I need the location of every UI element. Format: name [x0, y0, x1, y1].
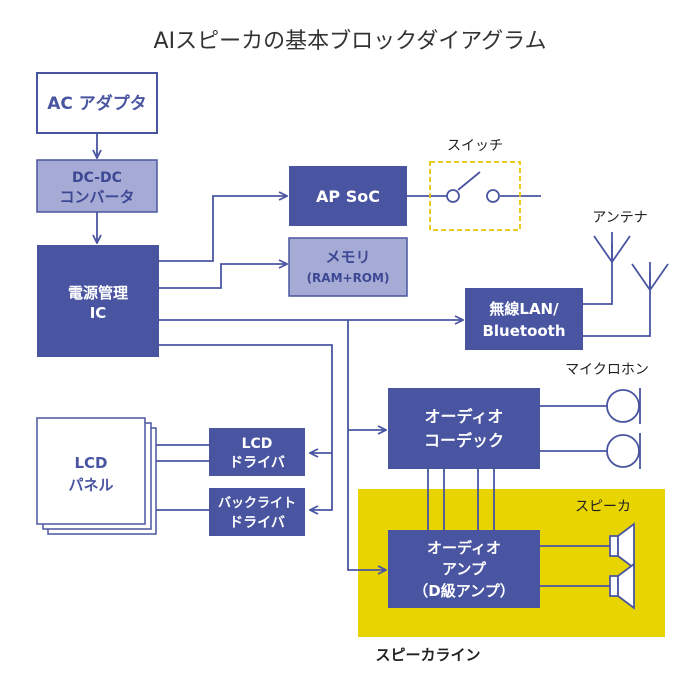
antenna-label: アンテナ — [592, 210, 647, 226]
audio-amp-label-1: オーディオ — [427, 539, 501, 557]
speaker-label: スピーカ — [575, 499, 631, 515]
microphone-icon — [606, 388, 641, 469]
lcd-panel-block — [36, 417, 157, 535]
diagram-title: AIスピーカの基本ブロックダイアグラム — [154, 29, 547, 54]
pmic-label-2: IC — [90, 304, 107, 322]
backlight-driver-label-2: ドライバ — [229, 515, 285, 531]
pmic-label-1: 電源管理 — [68, 284, 128, 302]
memory-label-1: メモリ — [325, 248, 370, 266]
wireless-block — [465, 288, 583, 350]
speaker-line-label: スピーカライン — [375, 646, 480, 664]
audio-amp-label-3: （D級アンプ） — [413, 582, 514, 600]
ap-soc-label: AP SoC — [316, 187, 380, 206]
audio-amp-label-2: アンプ — [442, 560, 487, 578]
dcdc-label-2: コンバータ — [59, 188, 134, 206]
lcd-panel-label-1: LCD — [74, 454, 107, 472]
audio-codec-label-2: コーデック — [424, 431, 504, 450]
microphone-label: マイクロホン — [565, 362, 649, 378]
memory-block — [288, 237, 408, 297]
memory-label-2: (RAM+ROM) — [307, 271, 390, 285]
dcdc-converter-block — [36, 159, 158, 213]
speaker-icon — [609, 522, 635, 610]
ac-adapter-label: AC アダプタ — [47, 93, 147, 114]
lcd-driver-label-1: LCD — [242, 436, 273, 452]
ap-soc-block — [289, 166, 407, 226]
switch-icon — [446, 171, 500, 203]
pmic-block — [37, 245, 159, 357]
switch-frame — [429, 161, 521, 231]
lcd-driver-block — [209, 428, 305, 476]
dcdc-label-1: DC-DC — [72, 170, 122, 186]
lcd-driver-label-2: ドライバ — [229, 455, 285, 471]
backlight-driver-label-1: バックライト — [218, 496, 296, 511]
switch-label: スイッチ — [447, 138, 503, 154]
antenna-icon — [593, 232, 669, 291]
wireless-label-1: 無線LAN/ — [489, 300, 559, 318]
lcd-panel-label-2: パネル — [68, 476, 113, 494]
connection-lines — [97, 134, 651, 587]
backlight-driver-block — [209, 488, 305, 536]
audio-amp-block — [388, 530, 540, 608]
ac-adapter-block — [36, 72, 158, 134]
wireless-label-2: Bluetooth — [482, 322, 565, 340]
audio-codec-block — [388, 388, 540, 469]
audio-codec-label-1: オーディオ — [425, 407, 504, 426]
